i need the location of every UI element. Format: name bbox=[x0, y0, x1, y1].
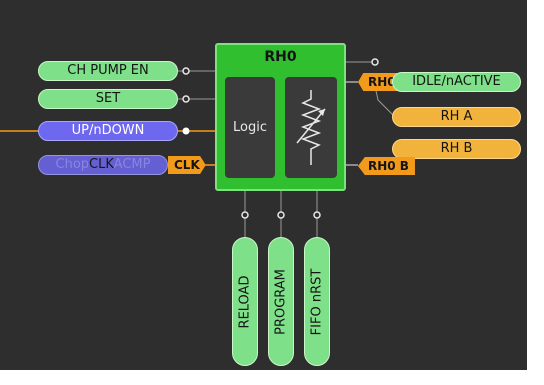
input-clk-faded-prefix: Chop bbox=[55, 157, 90, 172]
variable-resistor-icon bbox=[296, 90, 326, 165]
logic-section: Logic bbox=[225, 77, 275, 178]
input-fifo-nrst-label: FIFO nRST bbox=[309, 268, 325, 335]
pin-program[interactable] bbox=[277, 211, 285, 219]
clk-tag[interactable]: CLK bbox=[168, 156, 206, 174]
input-clk-label: CLK bbox=[89, 157, 114, 172]
input-program[interactable]: PROGRAM bbox=[268, 237, 294, 366]
output-rh-a[interactable]: RH A bbox=[392, 107, 521, 127]
input-reload-label: RELOAD bbox=[237, 275, 253, 328]
input-clk[interactable]: ChopCLKACMP bbox=[38, 155, 168, 175]
pin-up-ndown[interactable] bbox=[182, 127, 190, 135]
output-idle-nactive[interactable]: IDLE/nACTIVE bbox=[392, 72, 521, 92]
input-ch-pump-en-label: CH PUMP EN bbox=[67, 63, 149, 78]
input-clk-faded-suffix: ACMP bbox=[113, 157, 151, 172]
pin-top-right[interactable] bbox=[371, 58, 379, 66]
input-reload[interactable]: RELOAD bbox=[232, 237, 258, 366]
pin-set[interactable] bbox=[182, 95, 190, 103]
variable-resistor-section bbox=[285, 77, 337, 178]
input-program-label: PROGRAM bbox=[273, 268, 289, 335]
input-up-ndown[interactable]: UP/nDOWN bbox=[38, 121, 178, 141]
output-idle-nactive-label: IDLE/nACTIVE bbox=[412, 74, 501, 89]
input-set[interactable]: SET bbox=[38, 89, 178, 109]
input-up-ndown-label: UP/nDOWN bbox=[71, 123, 145, 138]
input-ch-pump-en[interactable]: CH PUMP EN bbox=[38, 61, 178, 81]
output-rh-a-label: RH A bbox=[440, 109, 473, 124]
pin-reload[interactable] bbox=[241, 211, 249, 219]
rh0-tag[interactable]: RH0 bbox=[358, 73, 402, 91]
input-set-label: SET bbox=[95, 91, 121, 106]
logic-label: Logic bbox=[233, 120, 267, 135]
output-rh-b-label: RH B bbox=[440, 141, 473, 156]
rh0b-tag[interactable]: RH0 B bbox=[358, 157, 415, 175]
pin-fifo-nrst[interactable] bbox=[313, 211, 321, 219]
output-rh-b[interactable]: RH B bbox=[392, 139, 521, 159]
pin-ch-pump-en[interactable] bbox=[182, 67, 190, 75]
input-fifo-nrst[interactable]: FIFO nRST bbox=[304, 237, 330, 366]
block-title: RH0 bbox=[264, 49, 297, 65]
